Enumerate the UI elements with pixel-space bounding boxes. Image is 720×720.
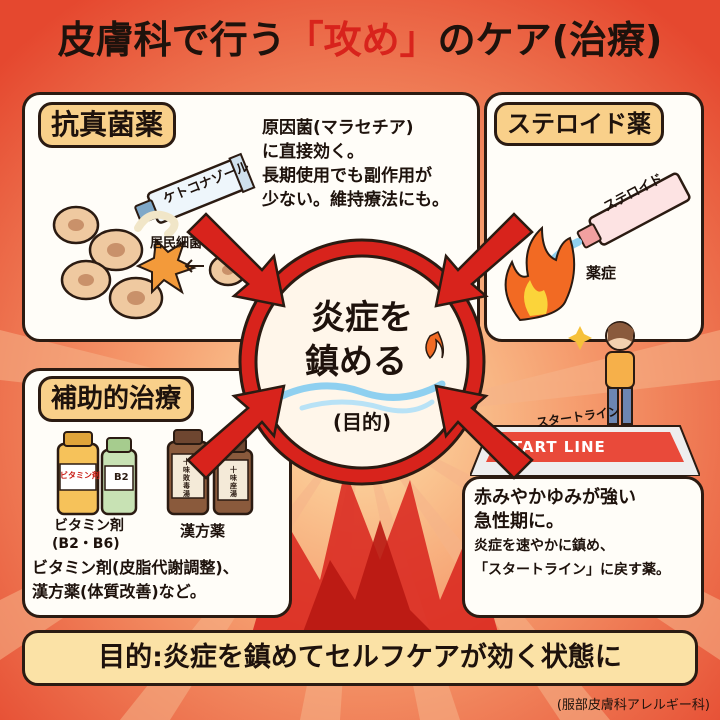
- steroid-description-line: 「スタートライン」に戻す薬。: [474, 562, 670, 578]
- page-title: 皮膚科で行う「攻め」のケア(治療): [0, 10, 720, 70]
- kampo-caption: 漢方薬: [180, 522, 226, 540]
- title-emphasis: 攻め: [323, 18, 400, 62]
- center-title-line-2: 鎮める: [305, 342, 407, 382]
- footer-banner: [22, 630, 698, 686]
- title-bracket-open: 「: [285, 18, 324, 62]
- credit-text: (服部皮膚科アレルギー科): [556, 698, 710, 713]
- center-target-icon: [238, 238, 486, 486]
- center-title-line-1: 炎症を: [311, 298, 413, 338]
- antifungal-description-line: に直接効く。: [262, 142, 364, 162]
- kampo-bottle-label-1: 十味敗毒湯: [183, 458, 190, 498]
- bacteria-icon: [52, 205, 248, 320]
- steroid-text-panel: [462, 476, 704, 618]
- antifungal-description-line: 少ない。維持療法にも。: [262, 190, 449, 210]
- vitamin-caption: ビタミン剤: [54, 518, 124, 534]
- antifungal-description-line: 長期使用でも副作用が: [262, 166, 432, 186]
- title-suffix: のケア(治療): [437, 18, 663, 62]
- vitamin-b2-bottle-label: B2: [114, 472, 129, 483]
- antifungal-heading: 抗真菌薬: [38, 102, 177, 148]
- supportive-description-line: 漢方薬(体質改善)など。: [32, 582, 206, 601]
- antifungal-tube-icon: [134, 152, 256, 238]
- title-prefix: 皮膚科で行う: [57, 18, 286, 62]
- supportive-description: ビタミン剤(皮脂代謝調整)、 漢方薬(体質改善)など。: [32, 556, 292, 604]
- start-line-text: START LINE: [500, 438, 606, 456]
- steroid-description-line: 急性期に。: [474, 511, 564, 532]
- bacteria-label: 居民細菌: [150, 236, 203, 251]
- supportive-description-line: ビタミン剤(皮脂代謝調整)、: [32, 558, 239, 577]
- steroid-heading: ステロイド薬: [494, 102, 664, 146]
- antifungal-description: 原因菌(マラセチア) に直接効く。 長期使用でも副作用が 少ない。維持療法にも。: [262, 116, 472, 212]
- supportive-heading: 補助的治療: [38, 376, 195, 422]
- steroid-description-line: 赤みやかゆみが強い: [474, 487, 636, 508]
- vitamin-bottle-label: ビタミン剤: [60, 471, 100, 480]
- center-purpose: (目的): [332, 410, 392, 434]
- steroid-fire-label: 薬症: [586, 264, 617, 282]
- title-bracket-close: 」: [399, 18, 438, 62]
- footer-text: 目的:炎症を鎮めてセルフケアが効く状態に: [98, 642, 622, 673]
- antifungal-description-line: 原因菌(マラセチア): [262, 118, 414, 138]
- steroid-description-line: 炎症を速やかに鎮め、: [474, 538, 614, 554]
- steroid-description: 赤みやかゆみが強い 急性期に。 炎症を速やかに鎮め、 「スタートライン」に戻す薬…: [474, 486, 700, 582]
- vitamin-sub-caption: (B2・B6): [52, 536, 120, 552]
